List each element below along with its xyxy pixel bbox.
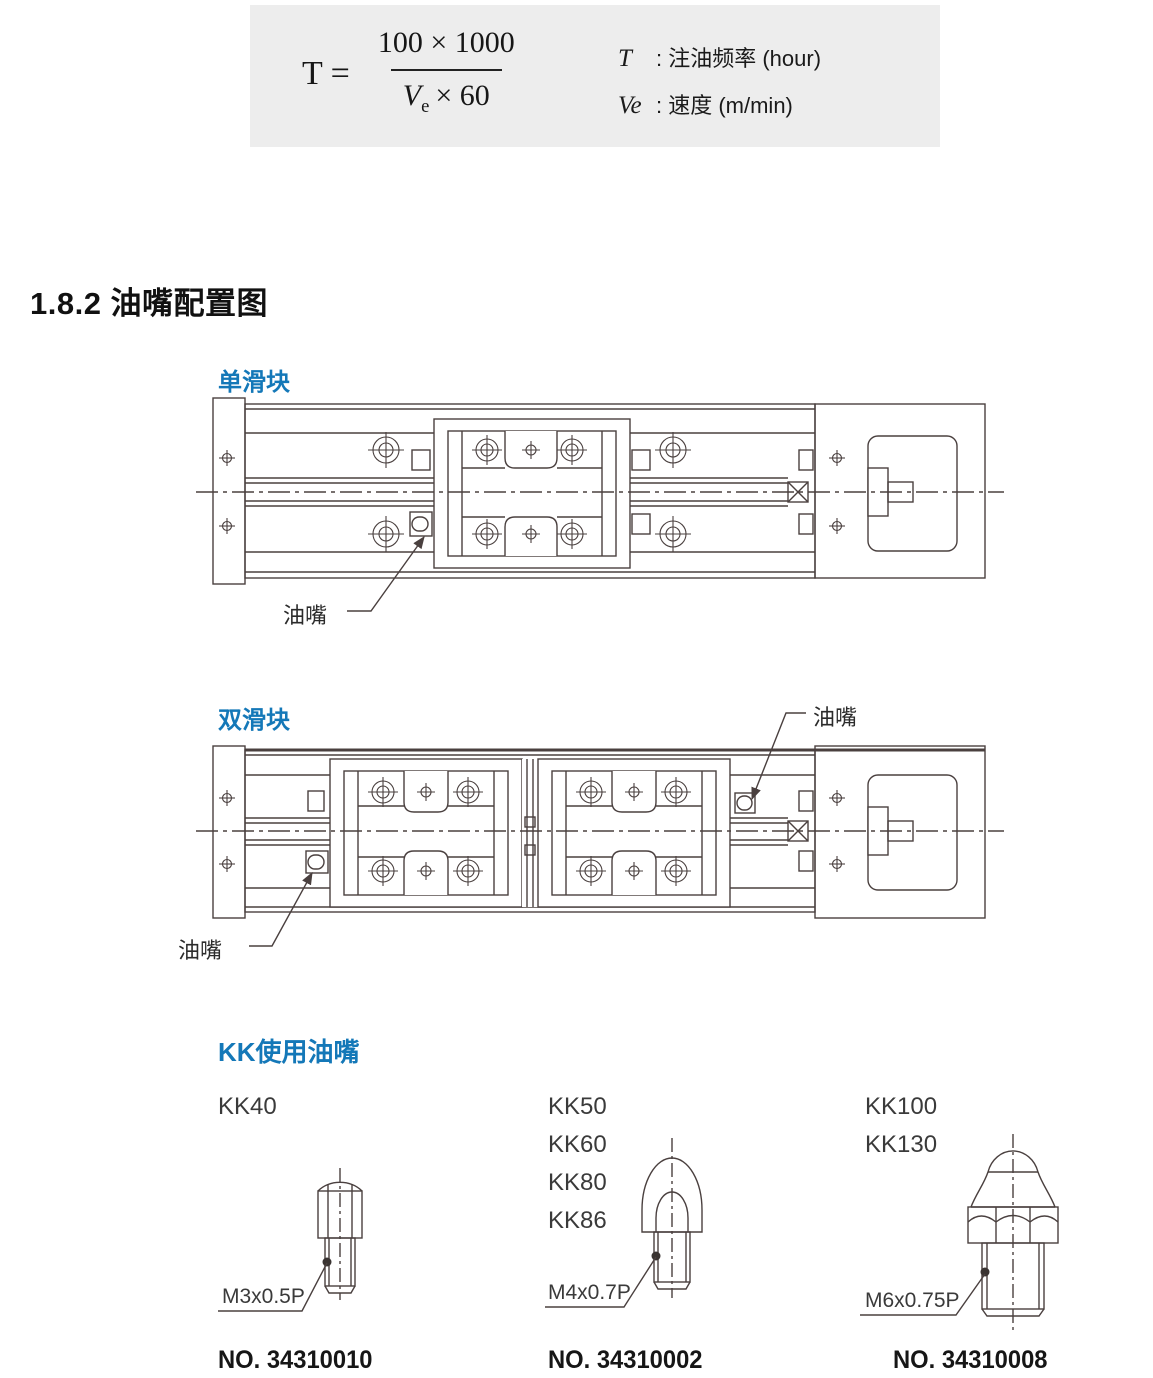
legend-text-t: : 注油频率 (hour) [656, 46, 822, 71]
lubrication-formula: T = 100 × 1000 Ve× 60 [302, 23, 527, 125]
kk40-nipple-drawing [218, 1168, 363, 1312]
model-label-kk100: KK100 [865, 1093, 938, 1120]
thread-size-m4: M4x0.7P [548, 1281, 631, 1304]
callout-leader-single [347, 535, 425, 612]
legend-row-ve: Ve : 速度 (m/min) [618, 88, 821, 120]
legend-symbol-ve: Ve [618, 92, 642, 119]
model-label-kk130: KK130 [865, 1131, 938, 1158]
formula-legend: T : 注油频率 (hour) Ve : 速度 (m/min) [618, 41, 821, 120]
grease-nipple-drawings [218, 1134, 1059, 1330]
section-title: 1.8.2 油嘴配置图 [30, 286, 269, 321]
grease-nipple-mark-single [409, 511, 433, 537]
part-number-34310008: NO. 34310008 [893, 1346, 1048, 1374]
grease-nipple-callout-double-bottom: 油嘴 [178, 938, 223, 963]
thread-size-m6: M6x0.75P [865, 1289, 960, 1312]
model-label-kk86: KK86 [548, 1207, 607, 1234]
denominator-variable: V [402, 79, 422, 112]
legend-symbol-t: T [618, 45, 632, 72]
formula-fraction: 100 × 1000 Ve× 60 [366, 23, 527, 125]
kk-nipple-heading: KK使用油嘴 [218, 1037, 360, 1067]
kk50-86-nipple-drawing [545, 1138, 703, 1308]
lubrication-formula-box: T = 100 × 1000 Ve× 60 T : 注油频率 (hour) Ve… [250, 5, 940, 147]
grease-nipple-mark-double-top [734, 792, 756, 814]
formula-denominator: Ve× 60 [390, 69, 502, 125]
denominator-rest: × 60 [435, 79, 490, 112]
callout-leader-double-bottom [249, 871, 313, 947]
model-label-kk80: KK80 [548, 1169, 607, 1196]
formula-numerator: 100 × 1000 [377, 26, 515, 59]
part-number-34310010: NO. 34310010 [218, 1346, 373, 1374]
single-slider-label: 单滑块 [218, 369, 290, 396]
callout-leader-double-top [751, 712, 806, 801]
double-slider-drawing [196, 712, 1004, 947]
legend-text-ve: : 速度 (m/min) [656, 93, 793, 118]
part-number-34310002: NO. 34310002 [548, 1346, 703, 1374]
denominator-subscript: e [421, 96, 430, 117]
formula-lhs: T = [302, 55, 350, 92]
legend-row-t: T : 注油频率 (hour) [618, 41, 821, 73]
grease-nipple-callout-double-top: 油嘴 [813, 705, 858, 730]
thread-leader-m4 [545, 1256, 657, 1308]
double-slider-label: 双滑块 [218, 707, 290, 734]
single-slider-drawing [196, 397, 1004, 612]
kk100-130-nipple-drawing [860, 1134, 1059, 1330]
thread-size-m3: M3x0.5P [222, 1285, 305, 1308]
thread-leader-m6 [860, 1273, 986, 1316]
grease-nipple-callout-single: 油嘴 [283, 603, 328, 628]
model-label-kk60: KK60 [548, 1131, 607, 1158]
thread-leader-m3 [218, 1262, 328, 1312]
model-label-kk50: KK50 [548, 1093, 607, 1120]
model-label-kk40: KK40 [218, 1093, 277, 1120]
grease-nipple-mark-double-bottom [305, 850, 329, 874]
